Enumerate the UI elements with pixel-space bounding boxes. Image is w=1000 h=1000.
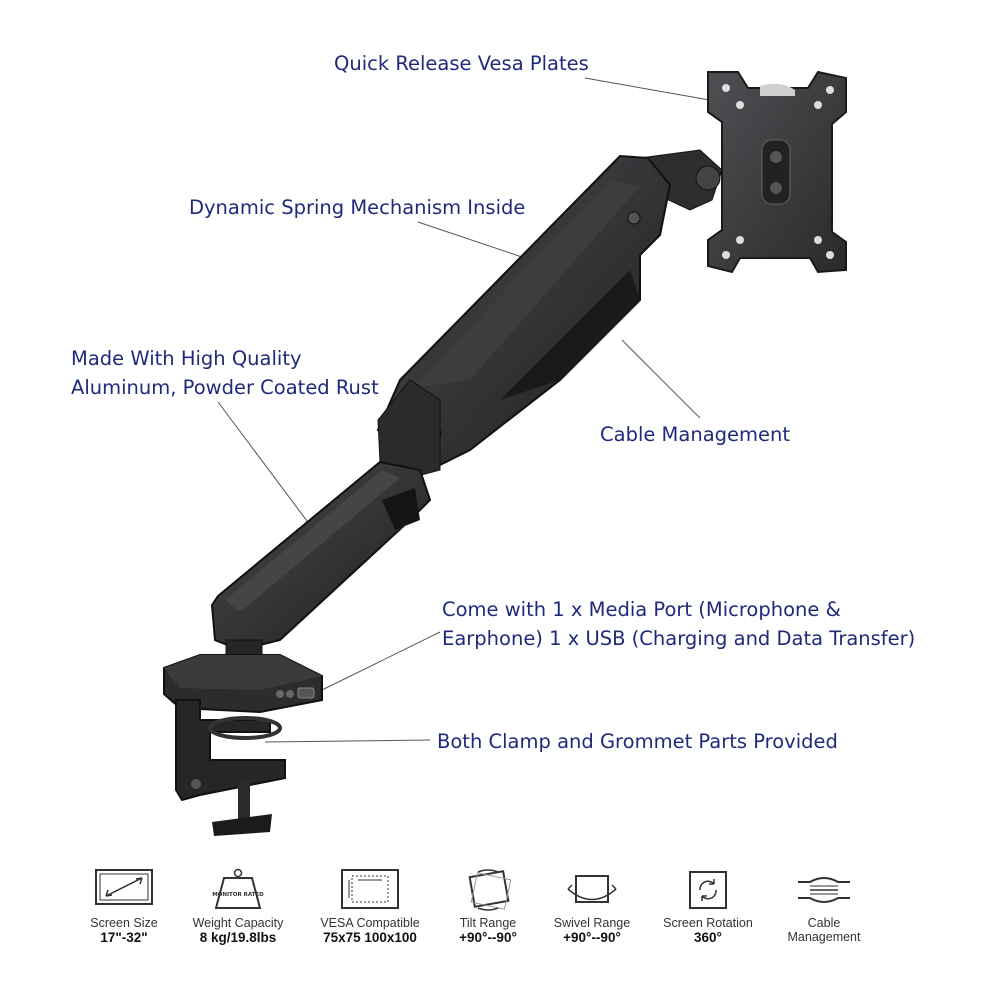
leader-cable: [621, 339, 701, 419]
feature-value: +90°--90°: [459, 930, 517, 945]
tilt-range-icon: [468, 869, 512, 911]
feature-value: 8 kg/19.8lbs: [199, 930, 277, 945]
leader-media: [321, 631, 441, 691]
callout-media-line2: Earphone) 1 x USB (Charging and Data Tra…: [442, 627, 916, 650]
lower-arm: [210, 460, 432, 652]
clamp: [175, 699, 286, 836]
earphone-port: [286, 690, 294, 698]
leader-aluminum: [217, 401, 311, 526]
feature-tilt-range: Tilt Range +90°--90°: [428, 868, 548, 945]
feature-label: Weight Capacity: [192, 916, 284, 930]
feature-screen-size: Screen Size 17"-32": [64, 868, 184, 945]
feature-label: Tilt Range: [459, 916, 517, 930]
swivel-range-icon: [567, 875, 617, 903]
feature-label: Swivel Range: [553, 916, 631, 930]
weight-badge: MONITOR RATED: [212, 892, 264, 898]
feature-swivel-range: Swivel Range +90°--90°: [532, 868, 652, 945]
screen-size-icon: [95, 869, 153, 905]
leader-spring: [417, 221, 526, 259]
feature-value: +90°--90°: [563, 930, 621, 945]
feature-weight-capacity: MONITOR RATED Weight Capacity 8 kg/19.8l…: [178, 868, 298, 945]
feature-label: Screen Size: [90, 916, 158, 930]
vesa-plate: [707, 70, 847, 274]
upper-arm: [376, 154, 672, 472]
callout-aluminum-line2: Aluminum, Powder Coated Rust: [71, 376, 379, 399]
base: [163, 639, 323, 714]
usb-port: [297, 687, 315, 699]
callout-clamp: Both Clamp and Grommet Parts Provided: [437, 730, 838, 753]
callout-aluminum-line1: Made With High Quality: [71, 347, 302, 370]
feature-value: 17"-32": [100, 930, 148, 945]
feature-label-2: Management: [787, 930, 861, 944]
monitor-arm-illustration: [163, 70, 847, 836]
callout-spring: Dynamic Spring Mechanism Inside: [189, 196, 526, 219]
vesa-icon: [341, 869, 399, 909]
cable-management-icon: [798, 877, 850, 903]
feature-label: VESA Compatible: [320, 916, 420, 930]
feature-cable-management: Cable Management: [764, 868, 884, 944]
leader-clamp: [264, 739, 431, 743]
feature-screen-rotation: Screen Rotation 360°: [648, 868, 768, 945]
callout-media-line1: Come with 1 x Media Port (Microphone &: [442, 598, 841, 621]
feature-label: Cable: [807, 916, 841, 930]
feature-value: 360°: [694, 930, 722, 945]
feature-vesa: VESA Compatible 75x75 100x100: [310, 868, 430, 945]
callout-cable: Cable Management: [600, 423, 791, 446]
feature-label: Screen Rotation: [663, 916, 753, 930]
feature-value: 75x75 100x100: [323, 930, 417, 945]
weight-capacity-icon: MONITOR RATED: [212, 868, 264, 909]
callout-vesa: Quick Release Vesa Plates: [334, 52, 589, 75]
mic-port: [276, 690, 284, 698]
screen-rotation-icon: [689, 871, 727, 909]
